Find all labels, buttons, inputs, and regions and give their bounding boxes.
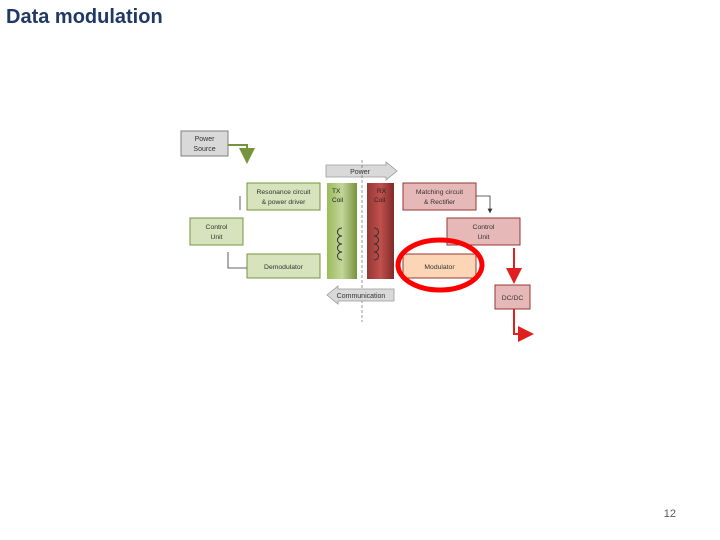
- power-source-label-2: Source: [193, 146, 215, 153]
- tx-control-label-2: Unit: [210, 234, 222, 241]
- power-flow-arrow: Power: [325, 161, 398, 181]
- tx-coil-label-1: TX: [332, 188, 341, 195]
- matching-rectifier-block: Matching circuit & Rectifier: [402, 182, 477, 211]
- dcdc-block: DC/DC: [494, 284, 531, 310]
- power-source-block: Power Source: [180, 130, 229, 157]
- tx-coil-winding-icon: [337, 227, 343, 261]
- resonance-label-1: Resonance circuit: [256, 189, 310, 196]
- slide-title: Data modulation: [6, 6, 163, 28]
- rx-control-unit-block: Control Unit: [446, 217, 521, 246]
- tx-coil-label-2: Coil: [332, 197, 344, 204]
- rx-control-label-1: Control: [473, 224, 495, 231]
- matching-control-arrow: [476, 195, 493, 214]
- demodulator-label: Demodulator: [264, 264, 304, 271]
- tx-control-label-1: Control: [206, 224, 228, 231]
- modulator-label: Modulator: [424, 264, 455, 271]
- communication-flow-arrow: Communication: [326, 285, 395, 305]
- modulator-highlight-circle: [395, 237, 485, 293]
- tx-demod-link: [227, 252, 247, 269]
- tx-control-unit-block: Control Unit: [189, 217, 244, 246]
- dcdc-label: DC/DC: [502, 295, 524, 302]
- power-flow-label: Power: [350, 169, 371, 176]
- modulator-block: Modulator: [402, 253, 477, 279]
- tx-coil-bar: TX Coil: [327, 183, 357, 279]
- dcdc-output-arrow: [513, 309, 534, 342]
- resonance-label-2: & power driver: [262, 199, 307, 206]
- power-source-arrow: [228, 144, 255, 164]
- rx-control-label-2: Unit: [477, 234, 489, 241]
- resonance-driver-block: Resonance circuit & power driver: [246, 182, 321, 211]
- page-number: 12: [663, 508, 676, 520]
- matching-label-2: & Rectifier: [424, 199, 456, 206]
- communication-flow-label: Communication: [337, 293, 386, 300]
- rx-coil-label-1: RX: [377, 188, 387, 195]
- rx-coil-label-2: Coil: [374, 197, 386, 204]
- rx-coil-winding-icon: [373, 227, 379, 261]
- power-source-label-1: Power: [195, 136, 216, 143]
- rx-coil-bar: RX Coil: [367, 183, 394, 279]
- demodulator-block: Demodulator: [246, 253, 321, 279]
- matching-label-1: Matching circuit: [416, 189, 463, 196]
